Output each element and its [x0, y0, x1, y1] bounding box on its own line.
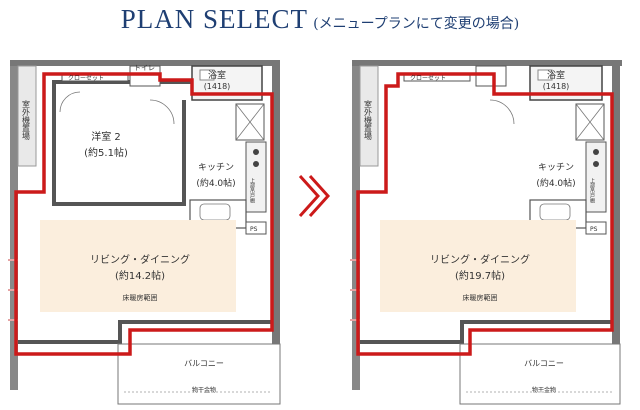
outdoor-unit-area: [359, 65, 379, 167]
floor-plan-original: クローゼット トイレ 浴室 (1418) 室外機置場 洋室 2 (約5.1帖) …: [8, 60, 281, 405]
label-balcony: バルコニー: [184, 359, 224, 368]
arrow-icon: [298, 174, 331, 218]
label-floor-heating: 床暖房範囲: [463, 293, 498, 302]
stove-burner: [593, 149, 599, 155]
outer-wall-left: [352, 60, 360, 390]
outer-wall-right: [272, 60, 280, 350]
label-western-room: 洋室 2: [91, 130, 121, 143]
label-bath-size: (1418): [543, 82, 570, 91]
living-wall-step: [118, 320, 122, 344]
balcony-area: [459, 343, 621, 405]
outer-wall-top: [352, 60, 622, 66]
page-title: PLAN SELECT (メニュープランにて変更の場合): [0, 4, 640, 35]
label-closet: クローゼット: [410, 74, 446, 82]
ps-box: [585, 221, 607, 235]
floor-plan-menu-plan: クローゼット 浴室 (1418) 室外機置場 キッチン (約4.0帖) 上部吊戸…: [350, 60, 622, 405]
kitchen-counter: [245, 141, 267, 213]
stove-burner: [253, 149, 259, 155]
living-wall-bottom2: [118, 320, 272, 324]
door-arc-hall: [489, 99, 515, 125]
outer-wall-right: [612, 60, 620, 350]
door-arc-room2: [59, 91, 81, 113]
outdoor-unit-area: [17, 65, 37, 167]
label-storage: 上部吊戸棚: [249, 177, 255, 204]
label-drying-rack: 物干金物: [532, 386, 556, 394]
label-ps: PS: [250, 226, 258, 233]
label-kitchen: キッチン: [538, 162, 574, 173]
label-living-area: (約14.2帖): [115, 269, 165, 282]
title-main: PLAN SELECT: [120, 4, 309, 34]
label-closet: クローゼット: [68, 74, 104, 82]
label-floor-heating: 床暖房範囲: [123, 293, 158, 302]
label-outdoor-unit: 室外機置場: [364, 99, 373, 141]
living-wall-bottom2: [460, 320, 612, 324]
label-balcony: バルコニー: [524, 359, 564, 368]
label-living-area: (約19.7帖): [455, 269, 505, 282]
outer-wall-top: [10, 60, 280, 66]
title-sub: (メニュープランにて変更の場合): [313, 16, 520, 32]
kitchen-sink: [199, 203, 231, 221]
label-kitchen-area: (約4.0帖): [196, 177, 235, 189]
living-wall-step: [460, 320, 464, 344]
toilet-room: [475, 65, 507, 87]
label-drying-rack: 物干金物: [192, 386, 216, 394]
bath-fixture: [199, 69, 215, 81]
label-bath: 浴室: [208, 69, 226, 81]
outer-wall-left: [10, 60, 18, 390]
living-wall-bottom: [360, 340, 464, 344]
room2-wall-top: [52, 80, 192, 84]
label-living: リビング・ダイニング: [90, 253, 190, 266]
label-storage: 上部吊戸棚: [589, 177, 595, 204]
ps-box: [245, 221, 267, 235]
stove-burner: [253, 161, 259, 167]
label-kitchen-area: (約4.0帖): [536, 177, 575, 189]
living-boundary-outline: [14, 72, 274, 356]
kitchen-sink: [539, 203, 571, 221]
door-arc-hall: [149, 99, 175, 125]
balcony-area: [117, 343, 281, 405]
room2-wall-bottom: [52, 202, 186, 206]
room2-wall-left: [52, 80, 56, 206]
living-floor: [40, 220, 236, 312]
label-living: リビング・ダイニング: [430, 253, 530, 266]
label-bath-size: (1418): [204, 82, 231, 91]
room2-wall-right: [182, 100, 186, 206]
label-outdoor-unit: 室外機置場: [22, 99, 31, 141]
living-wall-bottom: [18, 340, 122, 344]
bath-fixture: [537, 69, 553, 81]
label-western-room-area: (約5.1帖): [84, 146, 128, 159]
living-floor: [380, 220, 576, 312]
label-ps: PS: [590, 226, 598, 233]
kitchen-counter: [585, 141, 607, 213]
living-boundary-outline: [356, 72, 614, 356]
label-toilet: トイレ: [134, 64, 155, 72]
stove-burner: [593, 161, 599, 167]
label-bath: 浴室: [547, 69, 565, 81]
label-kitchen: キッチン: [198, 162, 234, 173]
